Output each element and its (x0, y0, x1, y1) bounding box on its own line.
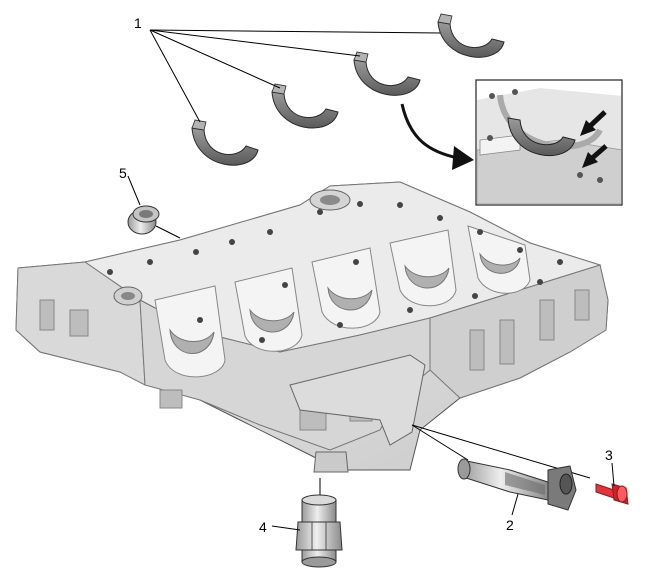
leader-line-3 (611, 462, 615, 487)
saddle-cutouts (169, 252, 521, 354)
sensor-part-2 (457, 458, 577, 511)
leader-line-2 (511, 493, 519, 516)
bolt-part-3 (595, 483, 629, 505)
bolt-holes (107, 201, 563, 343)
leader-line-4 (271, 525, 301, 531)
crankcase-block (15, 181, 609, 473)
curved-arrow (400, 103, 474, 170)
bearing-shell-1 (191, 119, 259, 166)
fitting-part-4 (295, 478, 343, 568)
callout-5: 5 (119, 165, 127, 181)
callout-2: 2 (506, 517, 514, 533)
callout-1: 1 (134, 15, 142, 31)
bearing-shell-2 (271, 83, 339, 129)
callout-4: 4 (259, 519, 267, 535)
callout-3: 3 (605, 447, 613, 463)
bearing-shell-3 (353, 51, 421, 96)
lower-boss (313, 451, 349, 473)
leader-line-5 (127, 175, 141, 206)
sensor-bracket (289, 354, 426, 446)
plug-part-5 (127, 205, 181, 239)
bearing-saddles (154, 225, 531, 378)
bearing-shell-4 (437, 13, 505, 58)
leader-lines-1 (149, 29, 441, 123)
inset-detail (475, 79, 623, 206)
